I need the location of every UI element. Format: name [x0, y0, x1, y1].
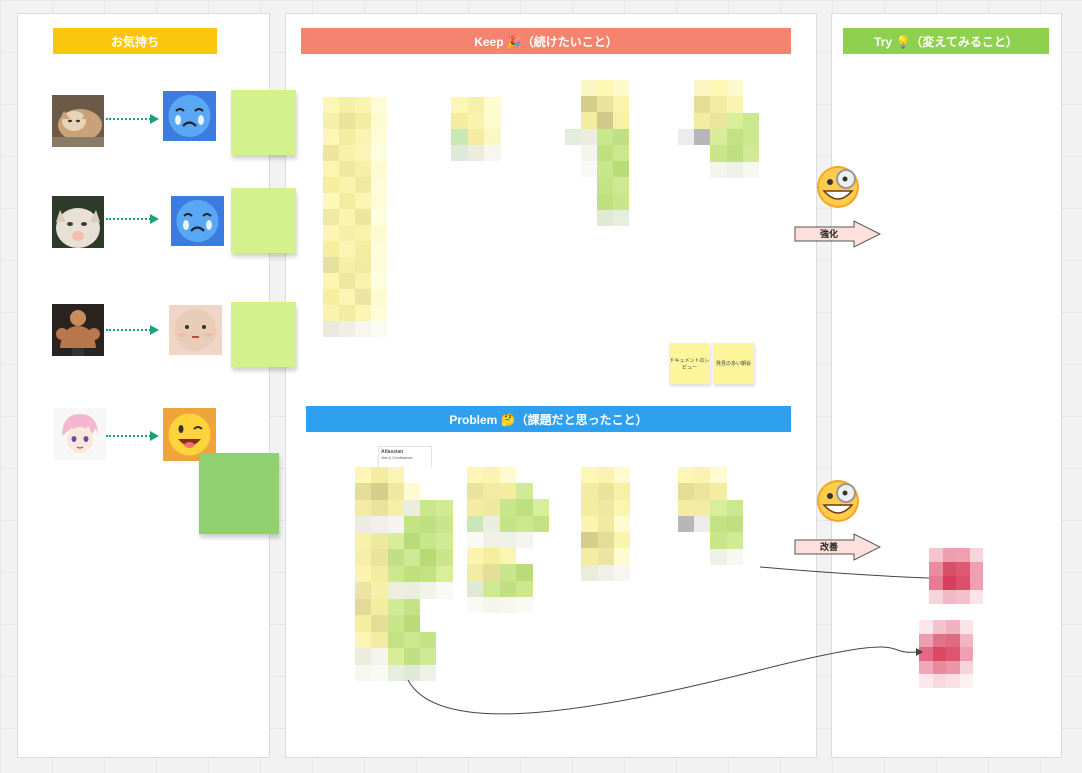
feelings-header[interactable]: お気持ち — [53, 28, 217, 54]
strengthen-label: 強化 — [819, 229, 838, 239]
crying-face-icon[interactable] — [163, 91, 216, 141]
try-panel — [831, 13, 1062, 758]
cat-photo-icon[interactable] — [52, 95, 104, 147]
blurred-sticky-cluster[interactable] — [929, 548, 983, 604]
keep-header[interactable]: Keep 🎉（続けたいこと） — [301, 28, 791, 54]
strengthen-arrow[interactable]: 強化 — [794, 220, 882, 248]
link-card-title: Atlassian — [381, 449, 404, 455]
crying-face-icon[interactable] — [171, 196, 224, 246]
muscle-man-icon[interactable] — [52, 304, 104, 356]
happy-face-icon[interactable] — [163, 408, 216, 461]
connector-line — [407, 646, 917, 715]
try-header[interactable]: Try 💡（変えてみること） — [843, 28, 1049, 54]
sticky-note[interactable] — [231, 302, 296, 367]
improve-label: 改善 — [819, 542, 838, 552]
feeling-arrow[interactable] — [106, 214, 159, 224]
sticky-note[interactable] — [199, 453, 279, 534]
sticky-note[interactable] — [231, 90, 296, 155]
sticky-note[interactable] — [231, 188, 296, 253]
blurred-sticky-cluster[interactable] — [451, 97, 501, 161]
feeling-arrow[interactable] — [106, 114, 159, 124]
blurred-sticky-cluster[interactable] — [565, 80, 645, 226]
blurred-sticky-cluster[interactable] — [467, 467, 549, 613]
monocle-face-icon[interactable] — [814, 476, 862, 524]
improve-arrow[interactable]: 改善 — [794, 533, 882, 561]
feeling-arrow[interactable] — [106, 325, 159, 335]
monocle-face-icon[interactable] — [814, 162, 862, 210]
problem-header[interactable]: Problem 🤔（課題だと思ったこと） — [306, 406, 791, 432]
blurred-sticky-cluster[interactable] — [355, 467, 469, 681]
blurred-sticky-cluster[interactable] — [323, 97, 387, 337]
blurred-sticky-cluster[interactable] — [919, 620, 973, 688]
cat-photo-icon[interactable] — [52, 196, 104, 248]
blurred-sticky-cluster[interactable] — [678, 80, 759, 178]
neutral-face-icon[interactable] — [169, 305, 222, 355]
anime-girl-icon[interactable] — [54, 408, 106, 460]
link-card-subtitle: Jira & Confluence — [381, 455, 413, 460]
feeling-arrow[interactable] — [106, 431, 159, 441]
keep-sticky-note[interactable]: 発見の多い朝会 — [713, 343, 754, 384]
blurred-sticky-cluster[interactable] — [678, 467, 759, 565]
blurred-sticky-cluster[interactable] — [565, 467, 630, 597]
connector-arrowhead — [916, 648, 923, 656]
connector-line — [759, 566, 930, 579]
keep-sticky-note[interactable]: ドキュメントのレビュー — [669, 343, 710, 384]
